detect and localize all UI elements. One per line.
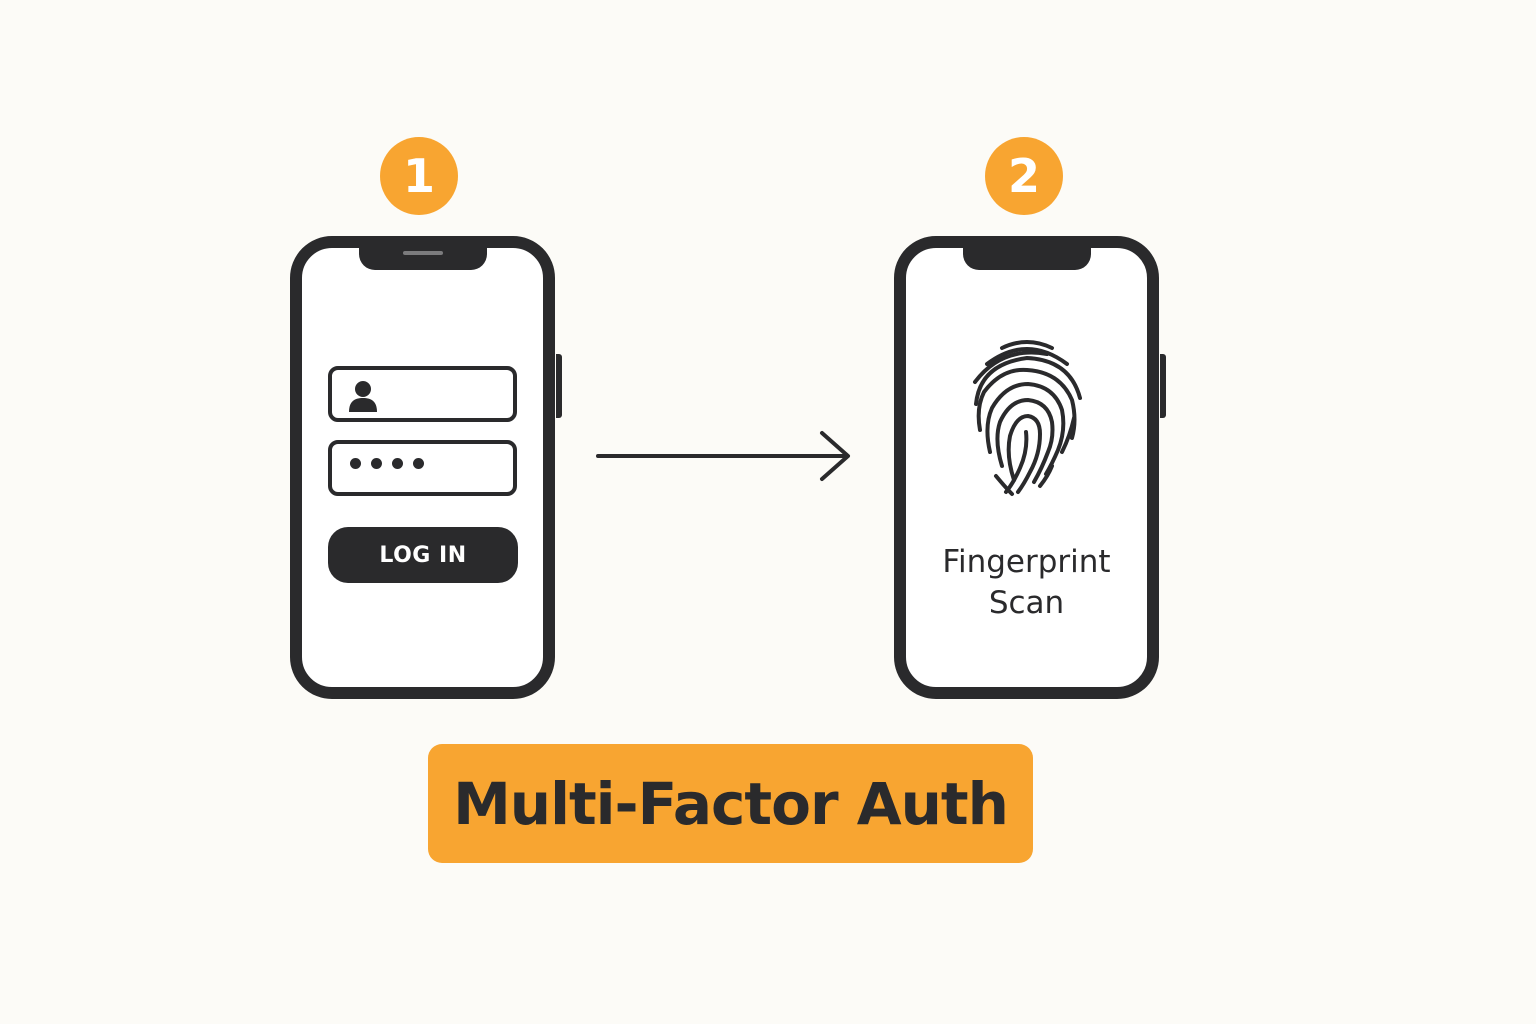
username-field[interactable] (328, 366, 517, 422)
password-field[interactable] (328, 440, 517, 496)
phone-fingerprint-screen: Fingerprint Scan (894, 236, 1166, 699)
user-icon (349, 381, 377, 412)
fingerprint-label-line2: Scan (988, 585, 1065, 621)
phone-speaker (402, 251, 443, 255)
phone-side-button (556, 354, 562, 418)
login-button[interactable]: LOG IN (328, 527, 518, 583)
phone-side-button (1160, 354, 1166, 418)
arrow-right-icon (596, 431, 850, 481)
phone-notch (358, 245, 487, 270)
fingerprint-label-line1: Fingerprint (942, 544, 1111, 580)
phone-notch (962, 245, 1091, 270)
fingerprint-icon[interactable] (962, 326, 1092, 506)
password-mask (350, 458, 424, 469)
step-2-badge: 2 (985, 137, 1063, 215)
title-banner: Multi-Factor Auth (428, 744, 1033, 863)
step-1-badge: 1 (380, 137, 458, 215)
phone-login-screen: LOG IN (290, 236, 562, 699)
